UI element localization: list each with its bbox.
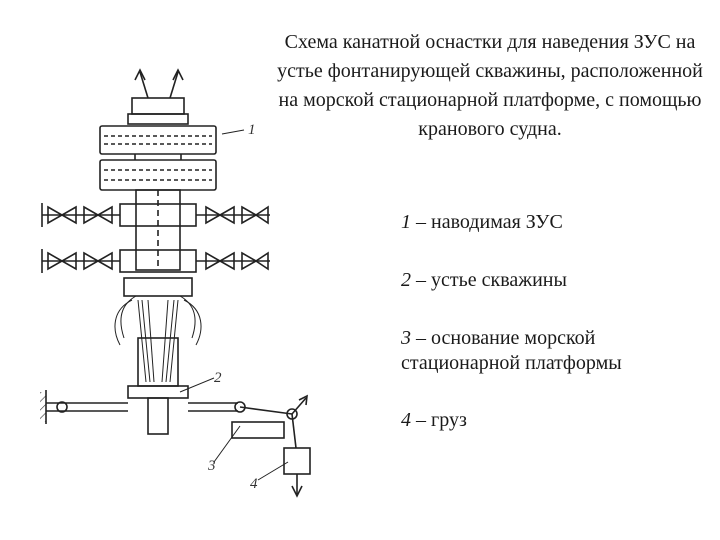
platform-beam <box>40 390 246 424</box>
label-1: 1 <box>248 122 256 138</box>
legend-item-2: 2 – устье скважины <box>401 269 567 291</box>
diagram-title: Схема канатной оснастки для наведения ЗУ… <box>277 31 703 140</box>
legend-num: 4 <box>401 409 411 431</box>
legend-text: основание морской стационарной платформы <box>401 327 622 374</box>
wellhead-flange <box>127 385 189 399</box>
rigging-rope <box>239 394 308 449</box>
legend-item-4: 4 – груз <box>401 409 467 431</box>
label-4: 4 <box>250 476 258 492</box>
legend-text: груз <box>431 409 467 431</box>
top-arrows <box>134 68 184 99</box>
down-arrow-head <box>291 485 303 498</box>
legend-text: устье скважины <box>431 269 567 291</box>
valve-row-upper <box>41 203 270 227</box>
legend-text: наводимая ЗУС <box>431 211 563 233</box>
cargo-weight <box>283 447 311 475</box>
well-casing <box>147 397 169 435</box>
lower-flange <box>123 277 193 297</box>
legend-item-3: 3 – основание морской стационарной платф… <box>401 327 622 374</box>
label-3: 3 <box>207 458 216 474</box>
top-cap-flange <box>127 113 189 125</box>
fountain-spray <box>114 295 202 383</box>
upper-spool <box>99 125 217 191</box>
legend-item-1: 1 – наводимая ЗУС <box>401 211 563 233</box>
legend-num: 2 <box>401 269 411 291</box>
legend-num: 3 <box>401 327 411 349</box>
valve-row-lower <box>41 249 270 273</box>
legend-num: 1 <box>401 211 411 233</box>
top-cap <box>131 97 185 115</box>
counter-weight-block <box>231 421 285 439</box>
label-2: 2 <box>214 370 222 386</box>
